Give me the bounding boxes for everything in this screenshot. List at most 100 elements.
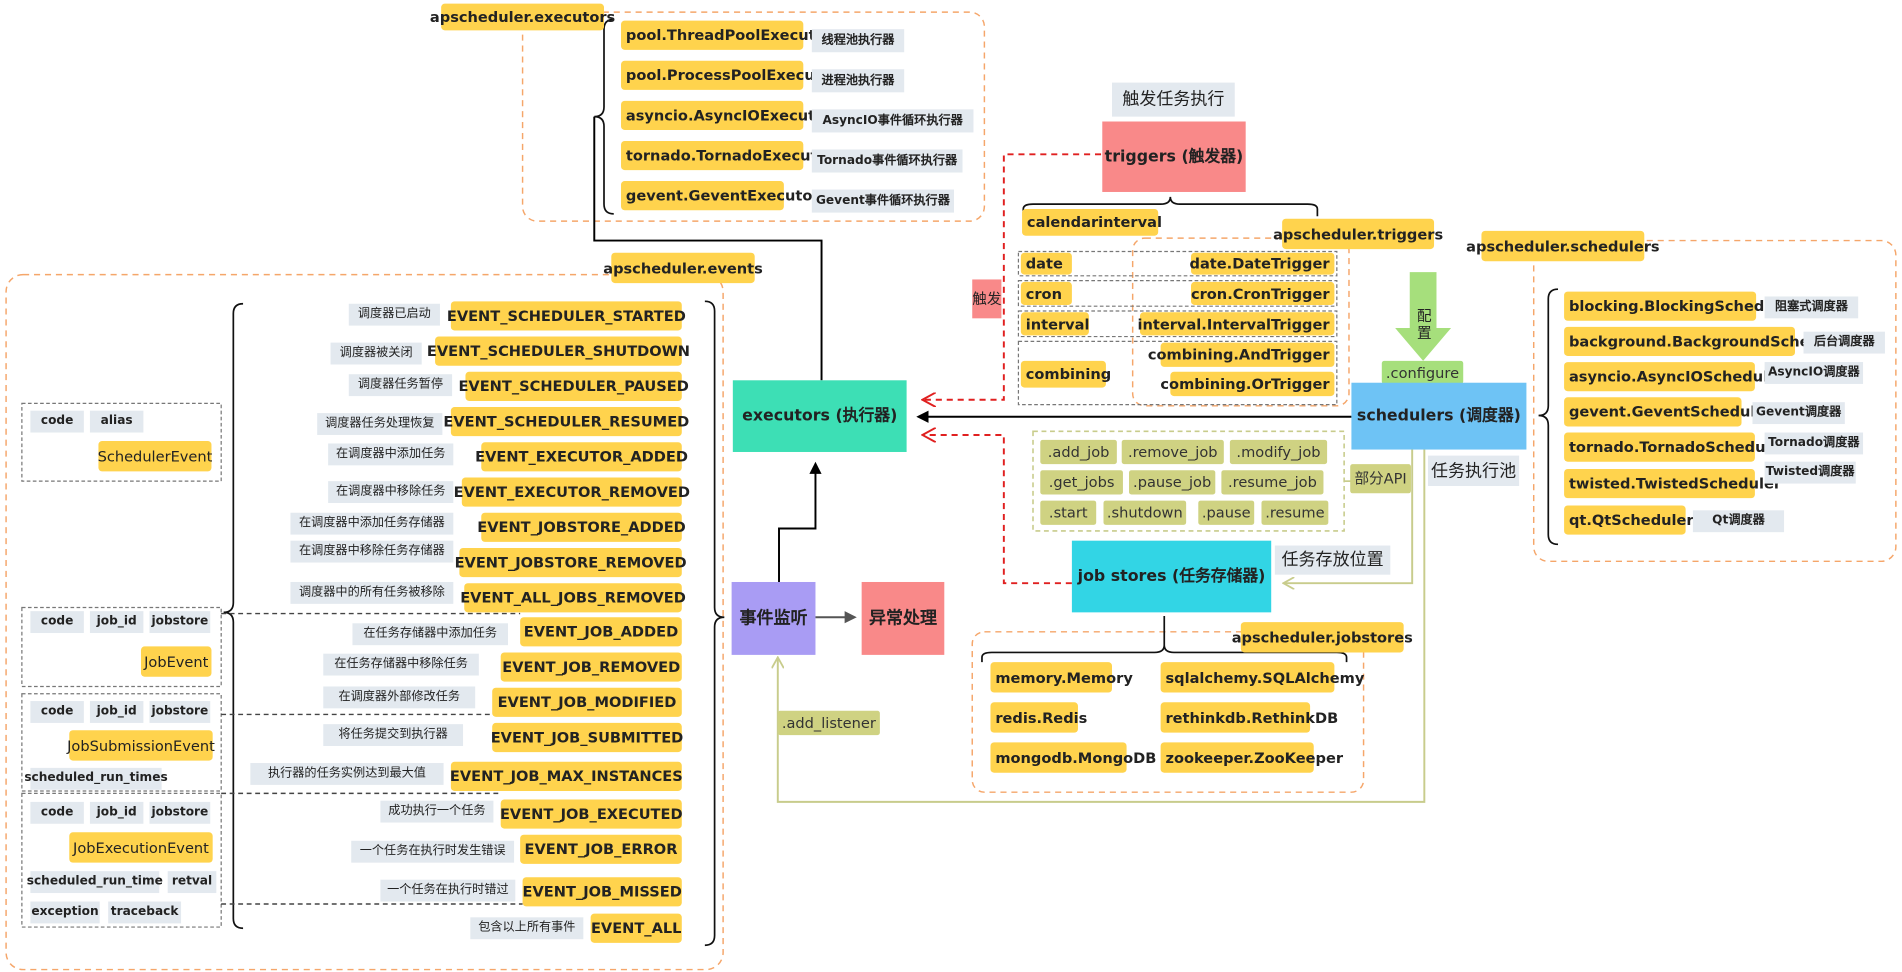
event-attr: traceback <box>108 901 182 924</box>
event-item: EVENT_ALL_JOBS_REMOVED <box>460 583 686 613</box>
configure-arrow <box>1395 272 1452 361</box>
event-attr: retval <box>167 871 217 894</box>
trigger-value: interval.IntervalTrigger <box>1138 312 1335 336</box>
event-desc: 调度器任务暂停 <box>348 374 453 397</box>
event-desc: 将任务提交到执行器 <box>323 724 464 747</box>
event-attr: jobstore <box>149 611 211 634</box>
event-class: JobExecutionEvent <box>69 832 213 863</box>
jobstores-node: job stores (任务存储器) <box>1071 540 1272 613</box>
trigger-key: interval <box>1020 312 1089 336</box>
api-method: .add_job <box>1040 439 1117 465</box>
executor-desc: AsyncIO事件循环执行器 <box>811 109 974 133</box>
event-desc: 调度器被关闭 <box>330 342 422 365</box>
event-attr: code <box>30 611 84 634</box>
event-attr: alias <box>89 410 144 433</box>
pool-label: 任务执行池 <box>1427 455 1520 486</box>
event-desc: 在任务存储器中移除任务 <box>323 653 479 676</box>
event-item: EVENT_JOBSTORE_ADDED <box>477 512 686 542</box>
jobstore-item: memory.Memory <box>990 662 1133 693</box>
api-method: .get_jobs <box>1040 470 1123 495</box>
event-desc: 成功执行一个任务 <box>380 800 494 823</box>
api-method: .start <box>1040 500 1097 525</box>
event-desc: 在调度器中添加任务 <box>328 443 454 466</box>
event-attr: code <box>30 701 84 723</box>
jobstore-item: redis.Redis <box>990 702 1087 733</box>
listener-node: 事件监听 <box>731 581 816 655</box>
api-method: .resume_job <box>1221 470 1324 495</box>
api-method: .shutdown <box>1103 500 1187 525</box>
schedulers-package: apscheduler.schedulers <box>1466 230 1660 262</box>
executor-item: gevent.GeventExecutor <box>621 181 820 211</box>
event-item: EVENT_ALL <box>590 913 682 943</box>
scheduler-item: qt.QtScheduler <box>1564 505 1694 535</box>
trigger-key: combining <box>1020 360 1111 388</box>
executor-item: asyncio.AsyncIOExecutor <box>621 100 832 131</box>
api-method: .pause <box>1198 500 1255 525</box>
event-desc: 在任务存储器中添加任务 <box>352 623 508 646</box>
executors-node: executors (执行器) <box>732 380 907 452</box>
trigger-key: date <box>1020 252 1072 275</box>
event-item: EVENT_JOB_MAX_INSTANCES <box>450 761 683 791</box>
configure-label: 配置 <box>1417 307 1432 342</box>
event-attr: job_id <box>89 701 144 723</box>
calendarinterval-item: calendarinterval <box>1022 208 1162 236</box>
scheduler-desc: Qt调度器 <box>1692 510 1785 533</box>
event-desc: 包含以上所有事件 <box>470 917 584 940</box>
events-package: apscheduler.events <box>603 252 763 284</box>
event-attr: jobstore <box>149 701 211 723</box>
event-attr: jobstore <box>149 801 211 824</box>
event-item: EVENT_SCHEDULER_STARTED <box>447 301 686 331</box>
triggers-package: apscheduler.triggers <box>1273 218 1443 250</box>
scheduler-item: twisted.TwistedScheduler <box>1564 468 1781 499</box>
event-attr: scheduled_run_time <box>27 871 163 894</box>
executor-desc: Gevent事件循环执行器 <box>811 189 955 213</box>
executor-desc: Tornado事件循环执行器 <box>811 149 963 173</box>
event-desc: 执行器的任务实例达到最大值 <box>250 763 444 785</box>
executor-desc: 线程池执行器 <box>811 29 905 53</box>
scheduler-desc: 阻塞式调度器 <box>1764 296 1859 319</box>
api-method: .modify_job <box>1229 439 1328 465</box>
trigger-arrow-label: 触发 <box>972 279 1001 319</box>
triggers-caption: 触发任务执行 <box>1111 82 1235 117</box>
scheduler-item: gevent.GeventScheduler <box>1564 397 1773 427</box>
jobstores-caption: 任务存放位置 <box>1274 545 1391 575</box>
trigger-value: combining.AndTrigger <box>1148 342 1335 367</box>
api-method: .resume <box>1261 500 1329 525</box>
event-desc: 在调度器中移除任务存储器 <box>290 540 454 563</box>
event-desc: 一个任务在执行时错过 <box>380 879 516 902</box>
event-desc: 一个任务在执行时发生错误 <box>351 840 515 863</box>
schedulers-node: schedulers (调度器) <box>1351 382 1527 450</box>
executor-desc: 进程池执行器 <box>811 69 905 93</box>
event-item: EVENT_JOB_MODIFIED <box>492 687 682 717</box>
jobstore-item: sqlalchemy.SQLAlchemy <box>1160 662 1364 693</box>
triggers-node: triggers (触发器) <box>1102 121 1246 192</box>
scheduler-desc: Tornado调度器 <box>1764 432 1864 455</box>
executor-item: pool.ProcessPoolExecutor <box>621 60 839 90</box>
jobstore-item: mongodb.MongoDB <box>990 742 1156 773</box>
configure-method: .configure <box>1381 360 1464 384</box>
executor-item: pool.ThreadPoolExecutor <box>621 20 833 50</box>
event-attr: scheduled_run_times <box>24 767 168 790</box>
jobstores-package: apscheduler.jobstores <box>1232 622 1413 653</box>
trigger-value: cron.CronTrigger <box>1191 281 1335 305</box>
event-item: EVENT_EXECUTOR_ADDED <box>475 442 688 472</box>
api-method: .remove_job <box>1121 439 1224 465</box>
event-class: JobEvent <box>140 646 212 677</box>
scheduler-desc: Twisted调度器 <box>1764 461 1856 484</box>
event-desc: 调度器中的所有任务被移除 <box>290 581 454 604</box>
jobstore-item: rethinkdb.RethinkDB <box>1160 702 1338 733</box>
event-attr: code <box>30 801 84 824</box>
trigger-value: combining.OrTrigger <box>1160 371 1335 397</box>
event-desc: 在调度器中添加任务存储器 <box>290 512 454 535</box>
jobstore-item: zookeeper.ZooKeeper <box>1160 742 1343 773</box>
event-item: EVENT_JOBSTORE_REMOVED <box>455 547 687 578</box>
event-attr: job_id <box>89 611 144 634</box>
trigger-key: cron <box>1020 281 1072 305</box>
scheduler-item: blocking.BlockingScheduler <box>1564 291 1797 321</box>
event-item: EVENT_SCHEDULER_RESUMED <box>443 407 689 437</box>
event-attr: exception <box>30 901 100 924</box>
scheduler-item: tornado.TornadoScheduler <box>1564 432 1788 462</box>
executor-item: tornado.TornadoExecutor <box>621 140 835 171</box>
scheduler-desc: AsyncIO调度器 <box>1764 362 1864 384</box>
api-method: .pause_job <box>1129 470 1216 495</box>
